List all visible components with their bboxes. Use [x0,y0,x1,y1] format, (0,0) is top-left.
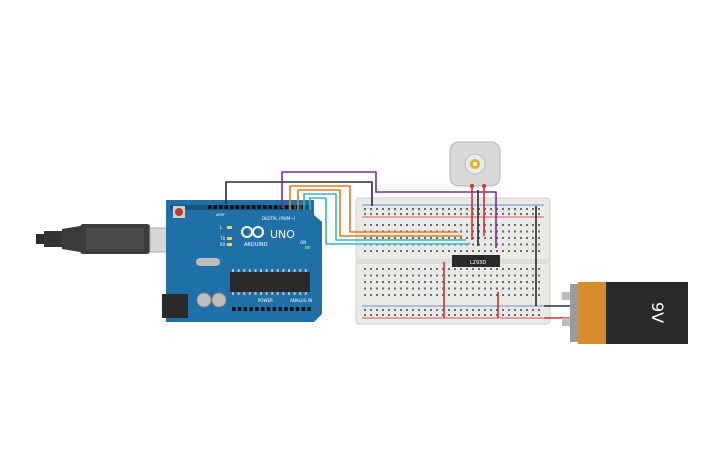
arduino-board: ARDUINO UNO DIGITAL (PWM~) POWER ANALOG … [162,200,322,322]
arduino-logo: ARDUINO UNO [241,226,295,248]
aref-label: AREF [216,213,225,217]
led-l-label: L [220,225,223,230]
wire-orange-2 [297,189,462,237]
wire-black-gnd [225,181,373,206]
led-on-label: ON [300,240,306,245]
power-header [232,307,311,311]
battery-label: 9V [648,302,667,323]
driver-chip-label: L293D [470,260,486,266]
dc-motor-icon [449,141,501,188]
wires [225,171,574,319]
power-header-label: POWER [258,298,273,303]
digital-header-label: DIGITAL (PWM~) [262,216,296,221]
arduino-brand-text: ARDUINO [244,242,268,248]
arduino-model-text: UNO [270,228,295,241]
power-jack [162,294,188,318]
wire-purple [281,171,497,248]
led-tx-label: TX [219,236,225,241]
wire-orange-1 [289,185,458,233]
atmega-chip [230,272,310,292]
usb-cable-icon [36,224,187,254]
wire-teal-2 [309,197,470,245]
analog-header-label: ANALOG IN [290,298,312,303]
wire-teal-1 [303,193,466,241]
battery-icon: 9V [562,282,688,344]
ic-chip-icon: L293D [452,255,500,267]
led-rx-label: RX [220,242,226,247]
